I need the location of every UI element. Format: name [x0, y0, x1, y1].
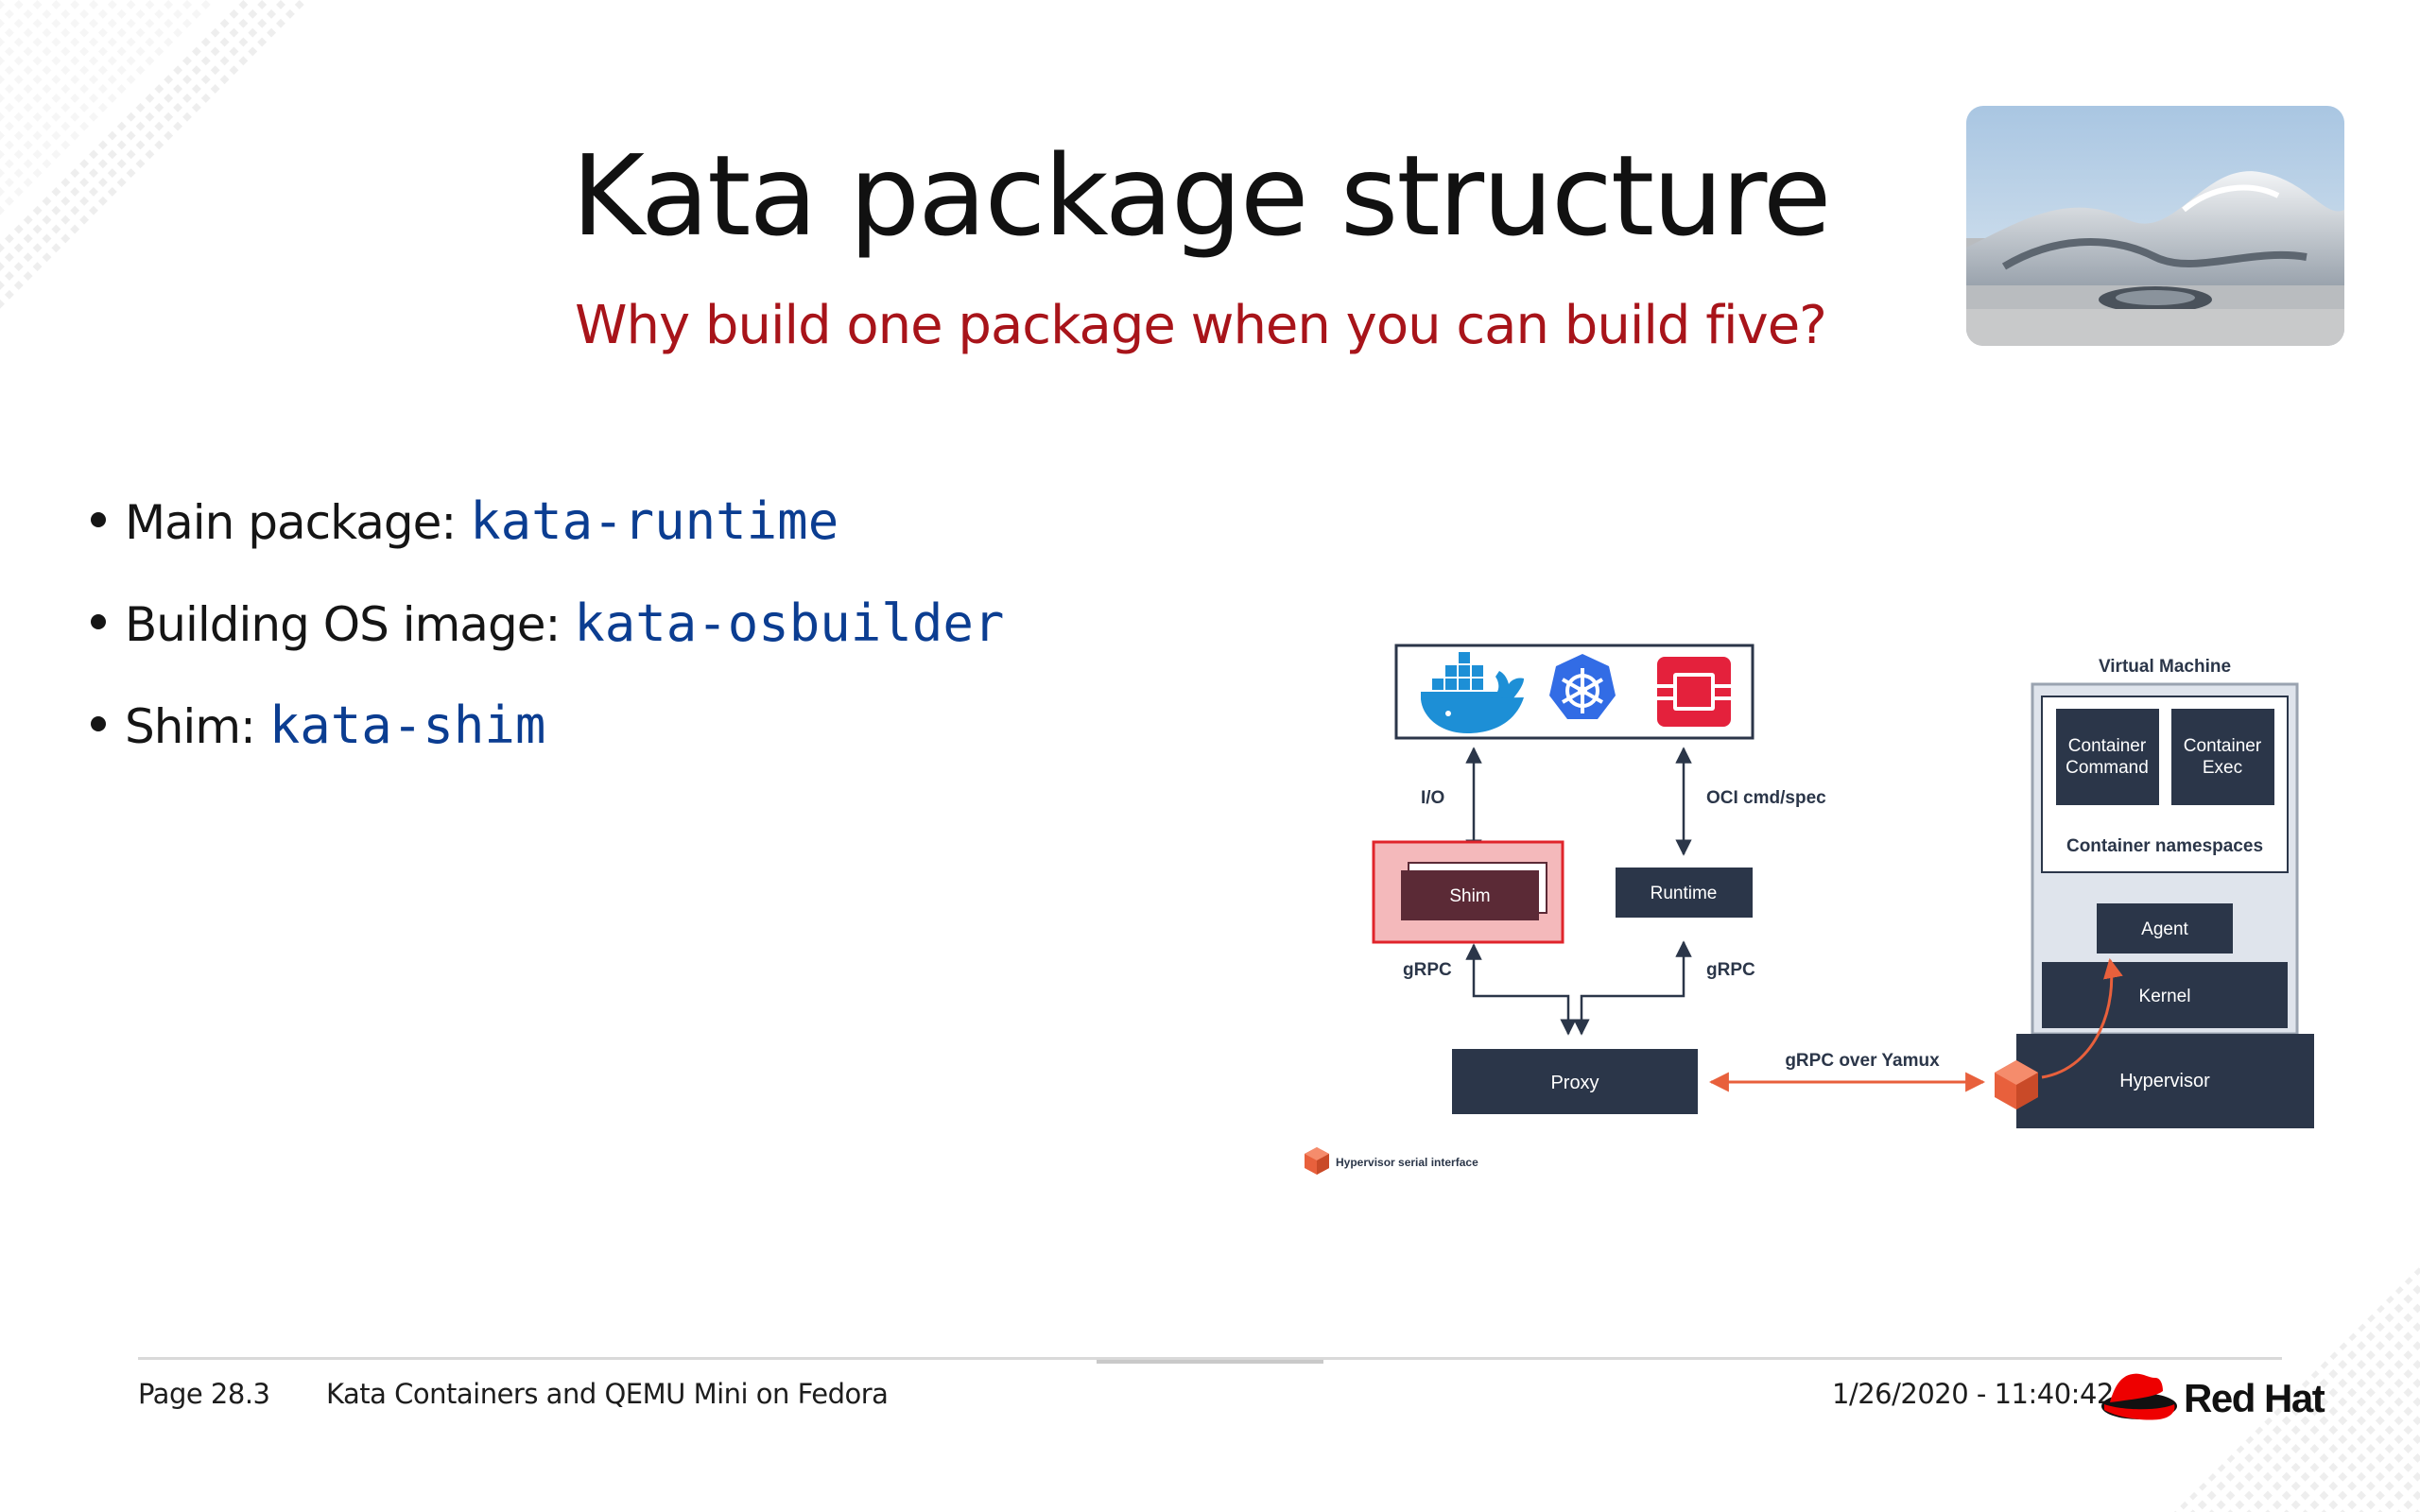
kernel-label: Kernel — [2139, 987, 2191, 1006]
bullet-dot — [91, 716, 106, 731]
docker-icon — [1421, 652, 1524, 733]
oci-label: OCI cmd/spec — [1706, 788, 1826, 808]
container-command-l2: Command — [2066, 758, 2149, 778]
container-exec-box — [2171, 709, 2274, 805]
bullet-dot — [91, 512, 106, 527]
bullet-code: kata-runtime — [470, 491, 839, 551]
container-command-l1: Container — [2068, 736, 2147, 756]
bullet-label: Building OS image: — [125, 597, 575, 652]
grpc-right-label: gRPC — [1706, 960, 1755, 980]
runtime-label: Runtime — [1651, 884, 1718, 903]
redhat-logo-icon — [2101, 1373, 2177, 1420]
proxy-label: Proxy — [1550, 1073, 1599, 1093]
slide-title: Kata package structure — [571, 130, 1832, 261]
bullet-dot — [91, 614, 106, 629]
openstack-icon — [1657, 657, 1731, 727]
page-number: Page 28.3 — [138, 1378, 270, 1410]
shim-box — [1401, 870, 1539, 920]
hypervisor-box — [2016, 1034, 2314, 1128]
kata-architecture-diagram: I/O OCI cmd/spec Shim Runtime gRPC gRPC … — [1305, 644, 2314, 1175]
runtime-box — [1616, 868, 1753, 918]
hypervisor-label: Hypervisor — [2119, 1071, 2210, 1091]
presentation-title: Kata Containers and QEMU Mini on Fedora — [326, 1378, 889, 1410]
legend-cube-icon — [1305, 1147, 1329, 1175]
legend-label: Hypervisor serial interface — [1336, 1156, 1478, 1169]
redhat-wordmark: Red Hat — [2184, 1376, 2325, 1420]
container-exec-l2: Exec — [2203, 758, 2242, 778]
architecture-photo — [1966, 106, 2344, 346]
grpc-left-label: gRPC — [1403, 960, 1452, 980]
agent-label: Agent — [2141, 919, 2188, 939]
vm-title: Virtual Machine — [2099, 657, 2231, 677]
container-command-box — [2056, 709, 2159, 805]
container-namespaces-label: Container namespaces — [2066, 836, 2263, 856]
slide-subtitle: Why build one package when you can build… — [575, 295, 1827, 356]
bullet-label: Main package: — [125, 495, 471, 550]
footer-divider — [138, 1357, 2282, 1360]
shim-label: Shim — [1449, 886, 1490, 906]
bullet-code: kata-osbuilder — [574, 593, 1005, 653]
bullet-code: kata-shim — [268, 696, 546, 755]
grpc-yamux-label: gRPC over Yamux — [1785, 1051, 1940, 1071]
agent-box — [2097, 903, 2233, 954]
bullet-label: Shim: — [125, 699, 269, 754]
corner-pattern-top-left — [0, 0, 312, 312]
io-label: I/O — [1421, 788, 1444, 808]
serial-interface-cube-icon — [1995, 1060, 2038, 1109]
footer-timestamp: 1/26/2020 - 11:40:42 — [1832, 1378, 2114, 1410]
kernel-box — [2042, 962, 2288, 1028]
footer-divider-accent — [1097, 1360, 1323, 1364]
corner-pattern-bottom-right — [2174, 1266, 2420, 1512]
kubernetes-icon — [1549, 654, 1616, 719]
container-exec-l1: Container — [2184, 736, 2262, 756]
proxy-box — [1452, 1049, 1698, 1114]
